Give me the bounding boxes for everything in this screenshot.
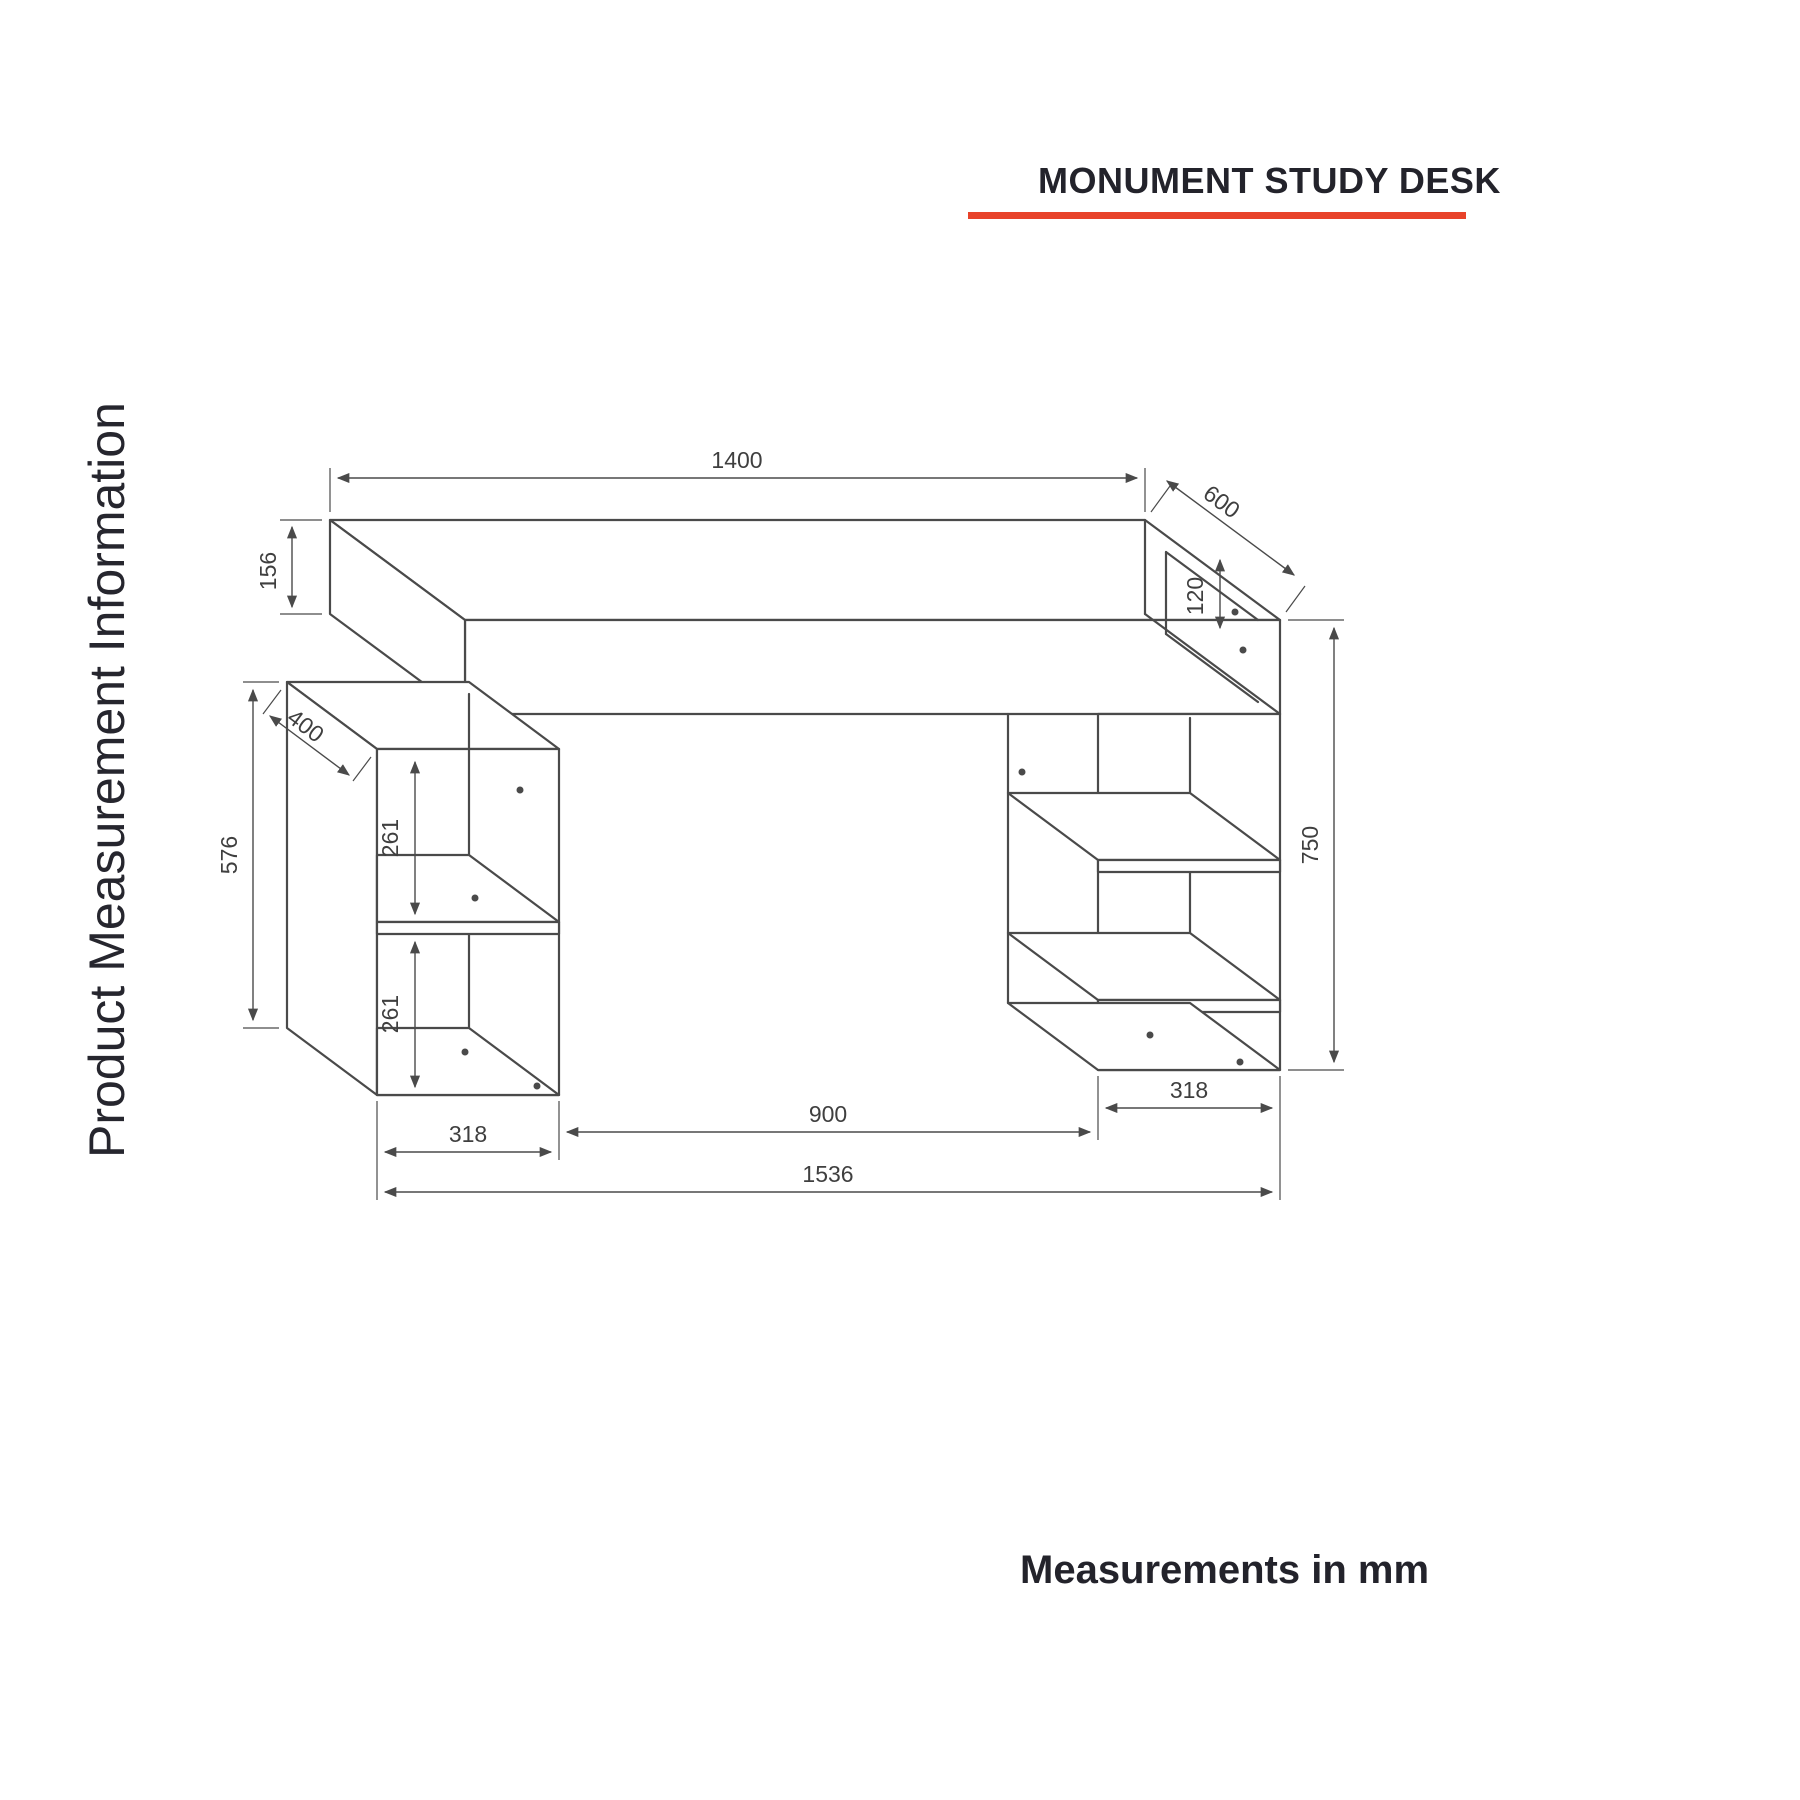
dim-upper-shelf-gap: 261 — [377, 760, 421, 916]
dim-side-unit-height: 576 — [216, 681, 279, 1029]
dim-top-width-label: 1400 — [711, 447, 762, 473]
dim-right-unit-width-label: 318 — [1170, 1077, 1208, 1103]
right-shelf-unit — [1006, 712, 1282, 1072]
dim-top-depth-label: 600 — [1199, 480, 1245, 524]
screw-hole-dot — [516, 786, 524, 794]
dimension-annotations: 1400 600 156 120 4 — [216, 447, 1344, 1200]
title-underline-accent — [968, 212, 1466, 219]
dim-top-width: 1400 — [329, 447, 1146, 512]
dim-lower-shelf-gap: 261 — [377, 940, 421, 1089]
dim-top-thickness-label: 156 — [255, 552, 281, 590]
screw-hole-dot — [1236, 1058, 1244, 1066]
dim-top-cavity-height: 120 — [1182, 558, 1226, 630]
vertical-sidebar-label: Product Measurement Information — [79, 402, 135, 1158]
dim-knee-space-width-label: 900 — [809, 1101, 847, 1127]
screw-hole-dot — [533, 1082, 541, 1090]
dim-overall-width: 1536 — [383, 1161, 1274, 1198]
dim-overall-height-label: 750 — [1297, 826, 1323, 864]
dim-left-unit-width: 318 — [376, 1101, 560, 1200]
dim-top-cavity-label: 120 — [1182, 577, 1208, 615]
dim-top-thickness: 156 — [255, 519, 322, 615]
dim-upper-shelf-gap-label: 261 — [377, 819, 403, 857]
dim-overall-height: 750 — [1288, 619, 1344, 1071]
screw-hole-dot — [1018, 768, 1026, 776]
screw-hole-dot — [471, 894, 479, 902]
dim-left-unit-width-label: 318 — [449, 1121, 487, 1147]
dim-knee-space-width: 900 — [565, 1076, 1099, 1140]
screw-hole-dot — [1231, 608, 1239, 616]
dim-lower-shelf-gap-label: 261 — [377, 995, 403, 1033]
screw-hole-dot — [1146, 1031, 1154, 1039]
page-title: MONUMENT STUDY DESK — [1038, 160, 1501, 201]
left-shelf-unit — [285, 680, 561, 1097]
dim-overall-width-label: 1536 — [802, 1161, 853, 1187]
screw-hole-dot — [461, 1048, 469, 1056]
screw-hole-dot — [1239, 646, 1247, 654]
dim-side-unit-height-label: 576 — [216, 836, 242, 874]
measurements-unit-note: Measurements in mm — [1020, 1548, 1430, 1592]
dim-right-unit-width: 318 — [1104, 1076, 1281, 1200]
